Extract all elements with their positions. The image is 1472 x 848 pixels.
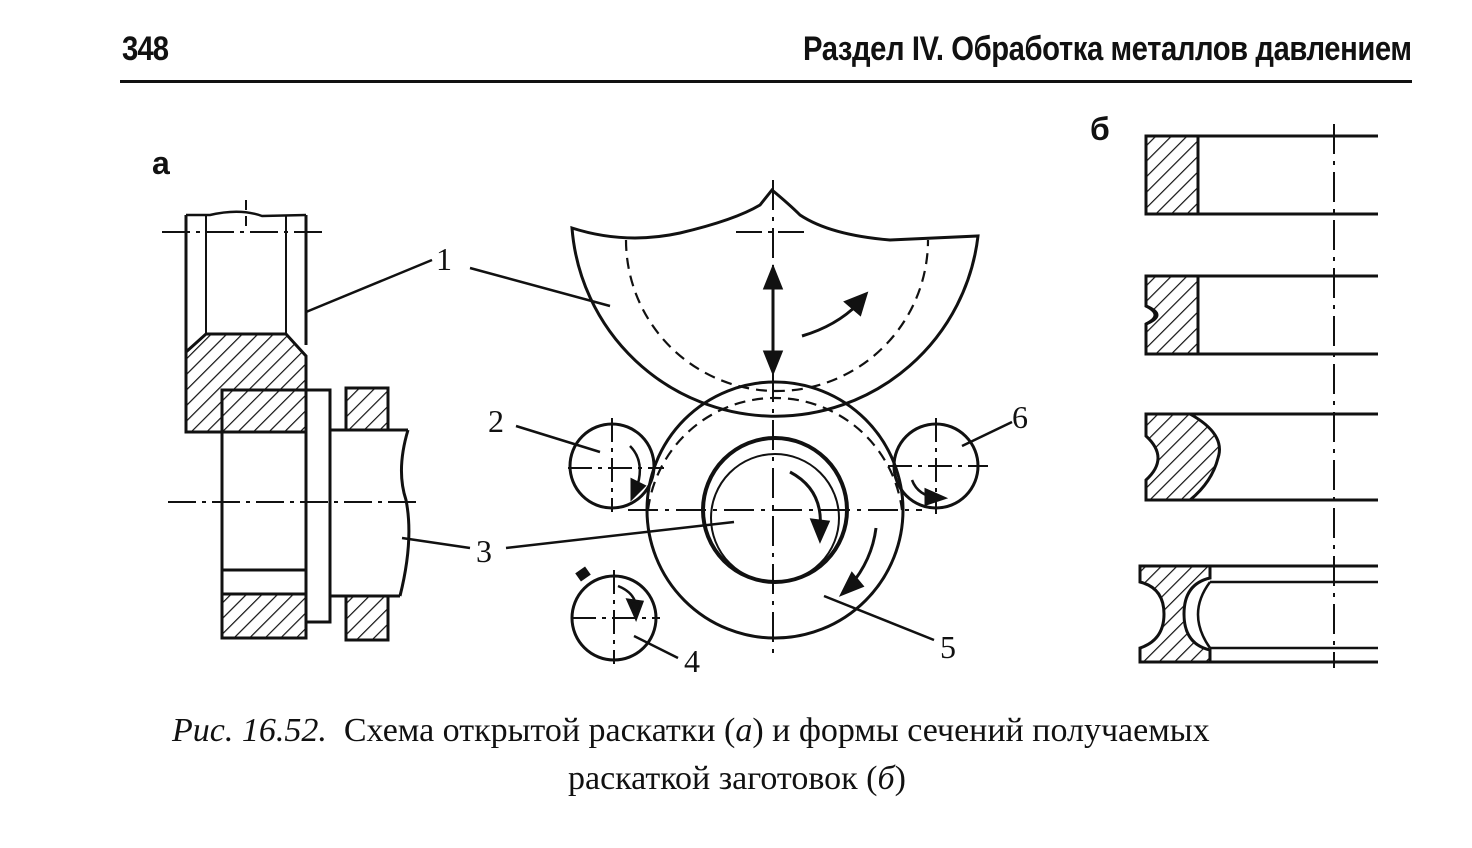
panel-a-label: а [152, 145, 170, 181]
figure-number: Рис. 16.52. [172, 712, 327, 749]
callout-4: 4 [684, 643, 700, 679]
caption-ref-a: а [735, 712, 753, 749]
callout-2: 2 [488, 403, 504, 439]
header-rule [120, 80, 1412, 83]
callout-3: 3 [476, 533, 492, 569]
panel-b-section-shapes [1138, 124, 1378, 668]
caption-line-2: раскаткой заготовок (б) [568, 760, 906, 798]
callout-1: 1 [436, 241, 452, 277]
page-number: 348 [122, 30, 169, 68]
caption-line2-part2: ) [894, 760, 906, 797]
panel-a-side-view [162, 200, 471, 642]
panel-b-label: б [1090, 111, 1110, 147]
caption-line2-part1: раскаткой заготовок ( [568, 760, 878, 797]
caption-line-1: Рис. 16.52. Схема открытой раскатки (а) … [172, 712, 1210, 750]
panel-a-front-view [469, 180, 1013, 664]
caption-text-part2: ) и формы сечений получаемых [752, 712, 1210, 749]
caption-text-part1: Схема открытой раскатки ( [343, 712, 736, 749]
callout-6: 6 [1012, 399, 1028, 435]
callout-5: 5 [940, 629, 956, 665]
section-title: Раздел IV. Обработка металлов давлением [803, 30, 1412, 68]
caption-ref-b: б [877, 760, 895, 797]
